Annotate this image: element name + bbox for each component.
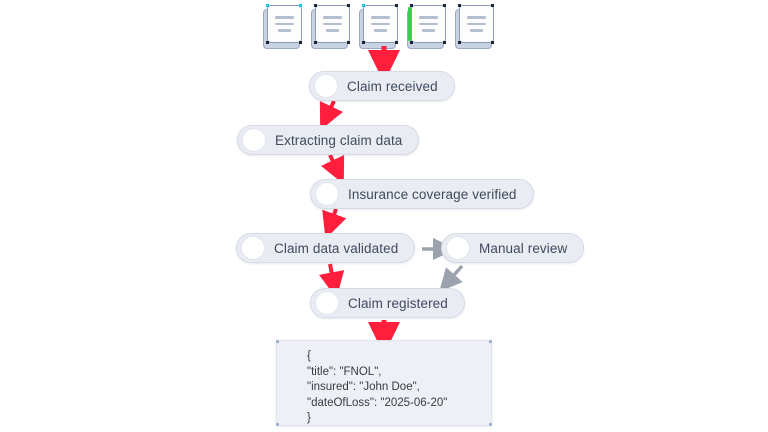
workflow-node-label: Claim data validated: [274, 240, 399, 256]
selection-handle-icon[interactable]: [410, 41, 413, 44]
document-text-line: [422, 29, 435, 32]
document-strip: [263, 4, 505, 50]
edge-validated-to-registered: [319, 263, 345, 299]
selection-handle-icon[interactable]: [347, 4, 350, 7]
edge-coverage-to-validated: [322, 208, 347, 239]
document-card-face: [267, 5, 302, 43]
document-card-3[interactable]: [359, 4, 400, 50]
document-text-line: [467, 16, 486, 19]
document-text-line: [326, 29, 339, 32]
selection-handle-icon[interactable]: [362, 41, 365, 44]
document-text-line: [470, 29, 483, 32]
document-card-4[interactable]: [407, 4, 448, 50]
node-status-icon: [242, 128, 266, 152]
selection-handle-icon[interactable]: [395, 41, 398, 44]
document-card-face: [411, 5, 446, 43]
workflow-node-claim-received[interactable]: Claim received: [309, 71, 455, 101]
selection-handle-icon[interactable]: [362, 4, 365, 7]
selection-handle-icon[interactable]: [458, 41, 461, 44]
workflow-node-label: Claim registered: [348, 295, 448, 311]
document-text-line: [323, 22, 342, 26]
document-card-face: [363, 5, 398, 43]
selection-handle-icon[interactable]: [266, 41, 269, 44]
edge-claim-received-to-extracting: [319, 100, 344, 131]
selection-handle-icon[interactable]: [443, 41, 446, 44]
workflow-node-extracting-claim-data[interactable]: Extracting claim data: [237, 125, 420, 155]
document-card-5[interactable]: [455, 4, 496, 50]
selection-handle-icon[interactable]: [443, 4, 446, 7]
workflow-node-manual-review[interactable]: Manual review: [441, 233, 585, 263]
selection-handle-icon[interactable]: [299, 4, 302, 7]
node-status-icon: [315, 291, 339, 315]
selection-handle-icon[interactable]: [489, 340, 492, 343]
selection-handle-icon[interactable]: [410, 4, 413, 7]
selection-handle-icon[interactable]: [395, 4, 398, 7]
selection-handle-icon[interactable]: [276, 423, 279, 426]
document-text-line: [323, 16, 342, 19]
document-text-line: [467, 22, 486, 26]
document-text-line: [374, 29, 387, 32]
workflow-node-label: Claim received: [347, 78, 438, 94]
document-text-line: [275, 22, 294, 26]
document-accent-bar: [408, 7, 411, 41]
document-card-2[interactable]: [311, 4, 352, 50]
selection-handle-icon[interactable]: [491, 41, 494, 44]
selection-handle-icon[interactable]: [314, 41, 317, 44]
document-text-line: [419, 16, 438, 19]
document-card-1[interactable]: [263, 4, 304, 50]
workflow-node-label: Extracting claim data: [275, 132, 403, 148]
selection-handle-icon[interactable]: [299, 41, 302, 44]
payload-line: "insured": "John Doe",: [307, 381, 420, 394]
selection-handle-icon[interactable]: [314, 4, 317, 7]
document-text-line: [371, 22, 390, 26]
selection-handle-icon[interactable]: [266, 4, 269, 7]
edge-extracting-to-coverage: [320, 154, 345, 185]
workflow-node-claim-registered[interactable]: Claim registered: [310, 288, 465, 318]
selection-handle-icon[interactable]: [276, 340, 279, 343]
workflow-node-insurance-coverage-verified[interactable]: Insurance coverage verified: [310, 179, 534, 209]
document-text-line: [371, 16, 390, 19]
workflow-node-claim-data-validated[interactable]: Claim data validated: [236, 233, 416, 263]
node-status-icon: [314, 74, 338, 98]
claim-payload-panel[interactable]: { "title": "FNOL", "insured": "John Doe"…: [276, 340, 492, 426]
node-status-icon: [315, 182, 339, 206]
document-text-line: [278, 29, 291, 32]
document-text-line: [419, 22, 438, 26]
payload-line: }: [307, 412, 311, 425]
edge-manual-review-to-registered: [439, 264, 464, 292]
selection-handle-icon[interactable]: [458, 4, 461, 7]
payload-line: "dateOfLoss": "2025-06-20": [307, 396, 448, 409]
payload-line: "title": "FNOL",: [307, 365, 382, 378]
workflow-node-label: Insurance coverage verified: [348, 186, 517, 202]
node-status-icon: [241, 236, 265, 260]
document-card-face: [459, 5, 494, 43]
selection-handle-icon[interactable]: [489, 423, 492, 426]
document-text-line: [275, 16, 294, 19]
workflow-node-label: Manual review: [479, 240, 568, 256]
node-status-icon: [446, 236, 470, 260]
document-card-face: [315, 5, 350, 43]
selection-handle-icon[interactable]: [347, 41, 350, 44]
payload-line: {: [307, 350, 311, 362]
selection-handle-icon[interactable]: [491, 4, 494, 7]
